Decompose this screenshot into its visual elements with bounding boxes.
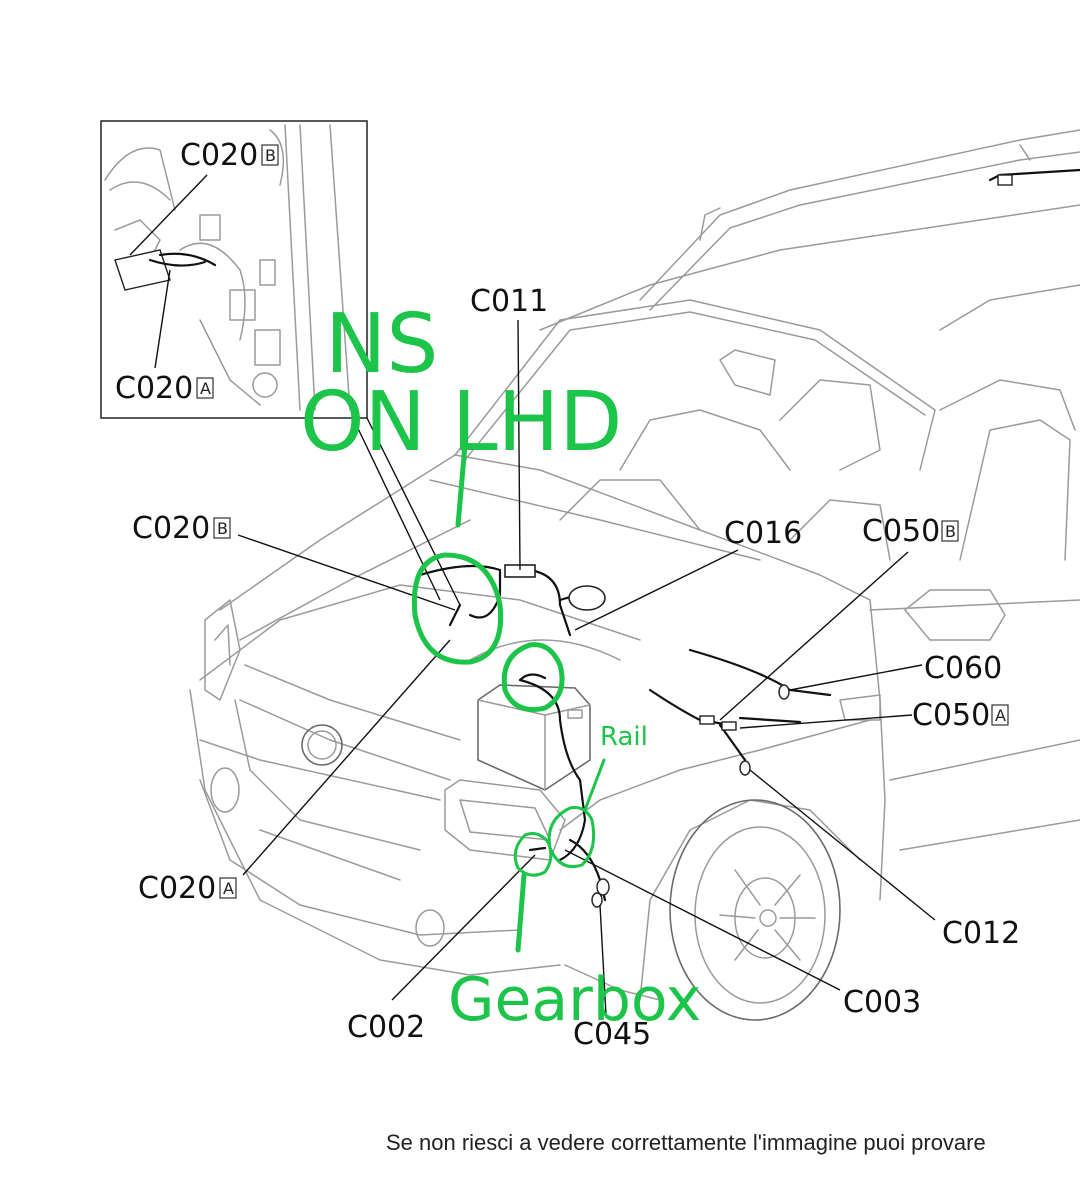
- annotation-circle-rail: [547, 806, 596, 869]
- handwritten-annotations: NS ON LHD Rail Gearbox: [300, 297, 701, 1035]
- annotation-on-lhd: ON LHD: [300, 375, 622, 470]
- svg-text:C050: C050: [862, 514, 940, 549]
- annotation-gearbox-arrow: [515, 872, 527, 953]
- leader-lines: [129, 174, 936, 1016]
- label-c050b: C050 B: [862, 514, 959, 549]
- svg-text:C050: C050: [912, 698, 990, 733]
- svg-text:A: A: [200, 379, 211, 398]
- annotation-ns: NS: [325, 297, 438, 392]
- svg-text:C016: C016: [724, 516, 802, 551]
- annotation-rail: Rail: [600, 722, 648, 752]
- annotation-stroke-1: [455, 442, 468, 528]
- annotation-circle-gearbox: [513, 832, 553, 877]
- svg-text:C011: C011: [470, 284, 548, 319]
- label-c002: C002: [347, 1010, 425, 1045]
- svg-text:C012: C012: [942, 916, 1020, 951]
- label-c020a: C020 A: [138, 871, 237, 906]
- label-c020a-inset: C020 A: [115, 371, 214, 406]
- annotation-rail-arrow: [583, 758, 606, 812]
- label-c060: C060: [924, 651, 1002, 686]
- svg-text:B: B: [217, 519, 228, 538]
- connector-labels: C020 B C020 A C011 C020 B C016 C050 B C0…: [115, 138, 1020, 1052]
- label-c045: C045: [573, 1017, 651, 1052]
- label-c050a: C050 A: [912, 698, 1009, 733]
- inset-detail: [100, 120, 368, 419]
- svg-text:A: A: [223, 879, 234, 898]
- footer-caption: Se non riesci a vedere correttamente l'i…: [386, 1130, 986, 1155]
- svg-text:C020: C020: [132, 511, 210, 546]
- svg-text:C020: C020: [138, 871, 216, 906]
- car-outline: [189, 129, 1080, 1021]
- svg-text:A: A: [995, 706, 1006, 725]
- label-c020b-inset: C020 B: [180, 138, 279, 173]
- label-c011: C011: [470, 284, 548, 319]
- label-c012: C012: [942, 916, 1020, 951]
- annotation-gearbox: Gearbox: [448, 965, 701, 1035]
- svg-text:C020: C020: [115, 371, 193, 406]
- annotation-circle-battery: [501, 642, 565, 712]
- svg-text:C003: C003: [843, 985, 921, 1020]
- label-c016: C016: [724, 516, 802, 551]
- label-c020b: C020 B: [132, 511, 231, 546]
- label-c003: C003: [843, 985, 921, 1020]
- svg-text:B: B: [945, 522, 956, 541]
- svg-text:C002: C002: [347, 1010, 425, 1045]
- svg-text:C060: C060: [924, 651, 1002, 686]
- svg-text:C045: C045: [573, 1017, 651, 1052]
- svg-text:B: B: [265, 146, 276, 165]
- annotation-circle-c020: [411, 552, 504, 665]
- svg-text:C020: C020: [180, 138, 258, 173]
